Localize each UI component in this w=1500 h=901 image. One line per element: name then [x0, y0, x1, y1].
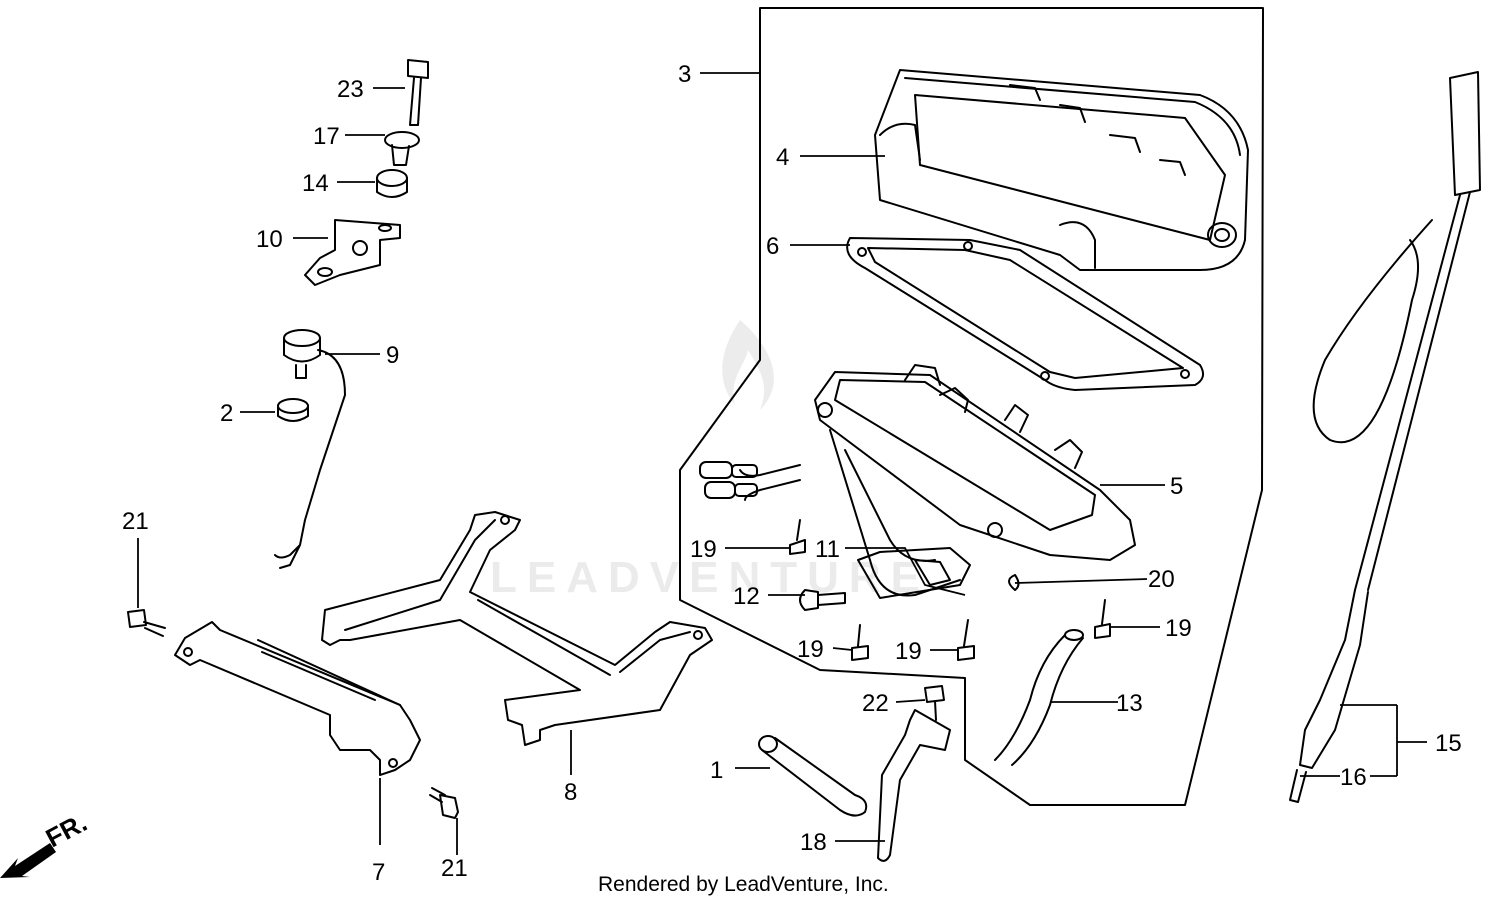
callout-12: 12 [733, 583, 760, 610]
callout-22: 22 [862, 690, 889, 717]
callout-16: 16 [1340, 764, 1367, 791]
callout-3: 3 [678, 61, 691, 88]
watermark: LEADVENTURE [490, 320, 930, 602]
front-direction-indicator: FR. [0, 807, 92, 878]
part-9-sensor [274, 329, 346, 569]
part-22-bolt [924, 685, 945, 721]
callout-1: 1 [710, 757, 723, 784]
part-4-meter-case [874, 69, 1249, 271]
callout-14: 14 [302, 170, 329, 197]
part-7-bracket [174, 621, 421, 776]
part-21-bolt-lower [429, 787, 459, 819]
callout-18: 18 [800, 829, 827, 856]
part-8-frame [321, 511, 713, 746]
callout-labels: 1 2 3 4 5 6 7 8 9 10 11 12 13 14 15 16 1… [122, 61, 1462, 886]
part-5-meter-unit [739, 364, 1136, 597]
part-13-tube [994, 629, 1084, 766]
callout-19-a: 19 [690, 536, 717, 563]
callout-11: 11 [815, 536, 840, 563]
part-10-stay [304, 219, 401, 286]
leader-lines [137, 72, 1427, 855]
callout-4: 4 [776, 144, 789, 171]
callout-21-a: 21 [122, 508, 149, 535]
callout-2: 2 [220, 400, 233, 427]
part-17-collar [384, 131, 420, 166]
part-19-screws [789, 519, 1111, 661]
part-2-grommet [277, 398, 309, 422]
callout-17: 17 [313, 123, 340, 150]
part-15-cable [1289, 71, 1481, 803]
callout-10: 10 [256, 226, 283, 253]
part-21-bolt-upper [127, 609, 166, 637]
part-1-cylinder [758, 735, 868, 817]
part-5-connectors [699, 461, 758, 499]
part-6-gasket [846, 237, 1205, 391]
callout-21-b: 21 [441, 855, 468, 882]
callout-19-c: 19 [895, 638, 922, 665]
watermark-text: LEADVENTURE [490, 553, 930, 602]
front-arrow-icon [0, 843, 56, 878]
callout-19-b: 19 [797, 636, 824, 663]
callout-9: 9 [386, 342, 399, 369]
callout-8: 8 [564, 779, 577, 806]
callout-20: 20 [1148, 566, 1175, 593]
watermark-logo [722, 320, 774, 410]
callout-5: 5 [1170, 473, 1183, 500]
footer-credit: Rendered by LeadVenture, Inc. [598, 873, 889, 896]
callout-15: 15 [1435, 730, 1462, 757]
part-23-bolt [407, 59, 429, 126]
part-11-base-plate [857, 547, 971, 599]
callout-23: 23 [337, 76, 364, 103]
part-14-grommet [376, 169, 408, 198]
part-18-stay [877, 709, 951, 862]
callout-7: 7 [372, 859, 385, 886]
callout-13: 13 [1116, 690, 1143, 717]
assembly-outline-3 [679, 7, 1264, 806]
part-20-clip [1008, 574, 1020, 591]
callout-6: 6 [766, 233, 779, 260]
part-12-bolt [799, 589, 846, 611]
callout-19-d: 19 [1165, 615, 1192, 642]
